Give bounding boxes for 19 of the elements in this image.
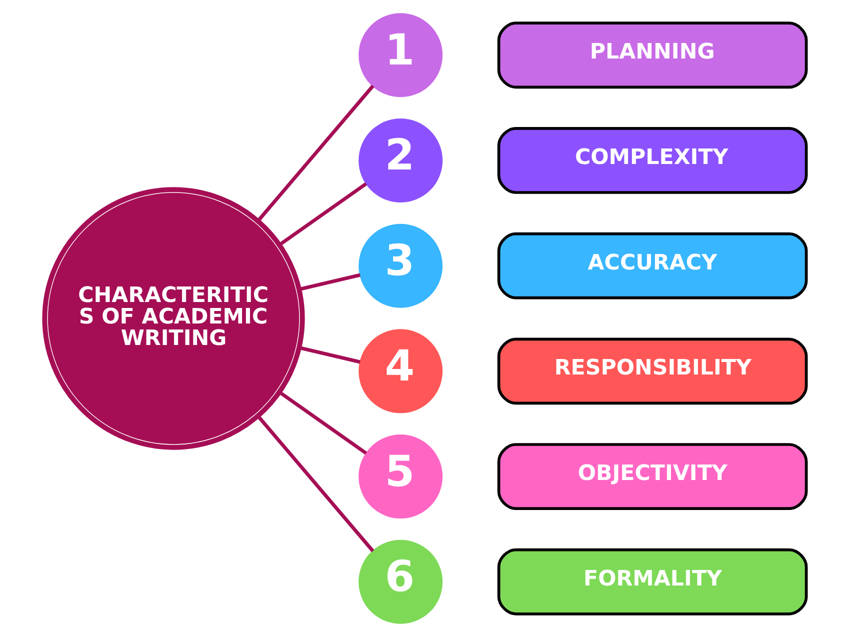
connector [298, 346, 360, 364]
connector [298, 273, 360, 291]
connector [278, 182, 367, 246]
node-box: ACCURACY [496, 232, 808, 300]
node-circle: 5 [358, 434, 442, 519]
node-circle: 1 [358, 13, 442, 98]
node-circle: 2 [358, 118, 442, 202]
connector [278, 390, 367, 455]
node-box: PLANNING [496, 22, 808, 89]
node-circle: 4 [358, 329, 442, 414]
node-box: OBJECTIVITY [496, 443, 808, 510]
connector [256, 415, 374, 552]
node-circle: 3 [358, 224, 442, 308]
node-box: FORMALITY [496, 548, 808, 616]
node-box: COMPLEXITY [496, 127, 808, 194]
node-circle: 6 [358, 540, 442, 624]
connector [256, 84, 374, 222]
node-circle: CHARACTERITIC S OF ACADEMIC WRITING [42, 187, 304, 450]
node-box: RESPONSIBILITY [496, 338, 808, 405]
